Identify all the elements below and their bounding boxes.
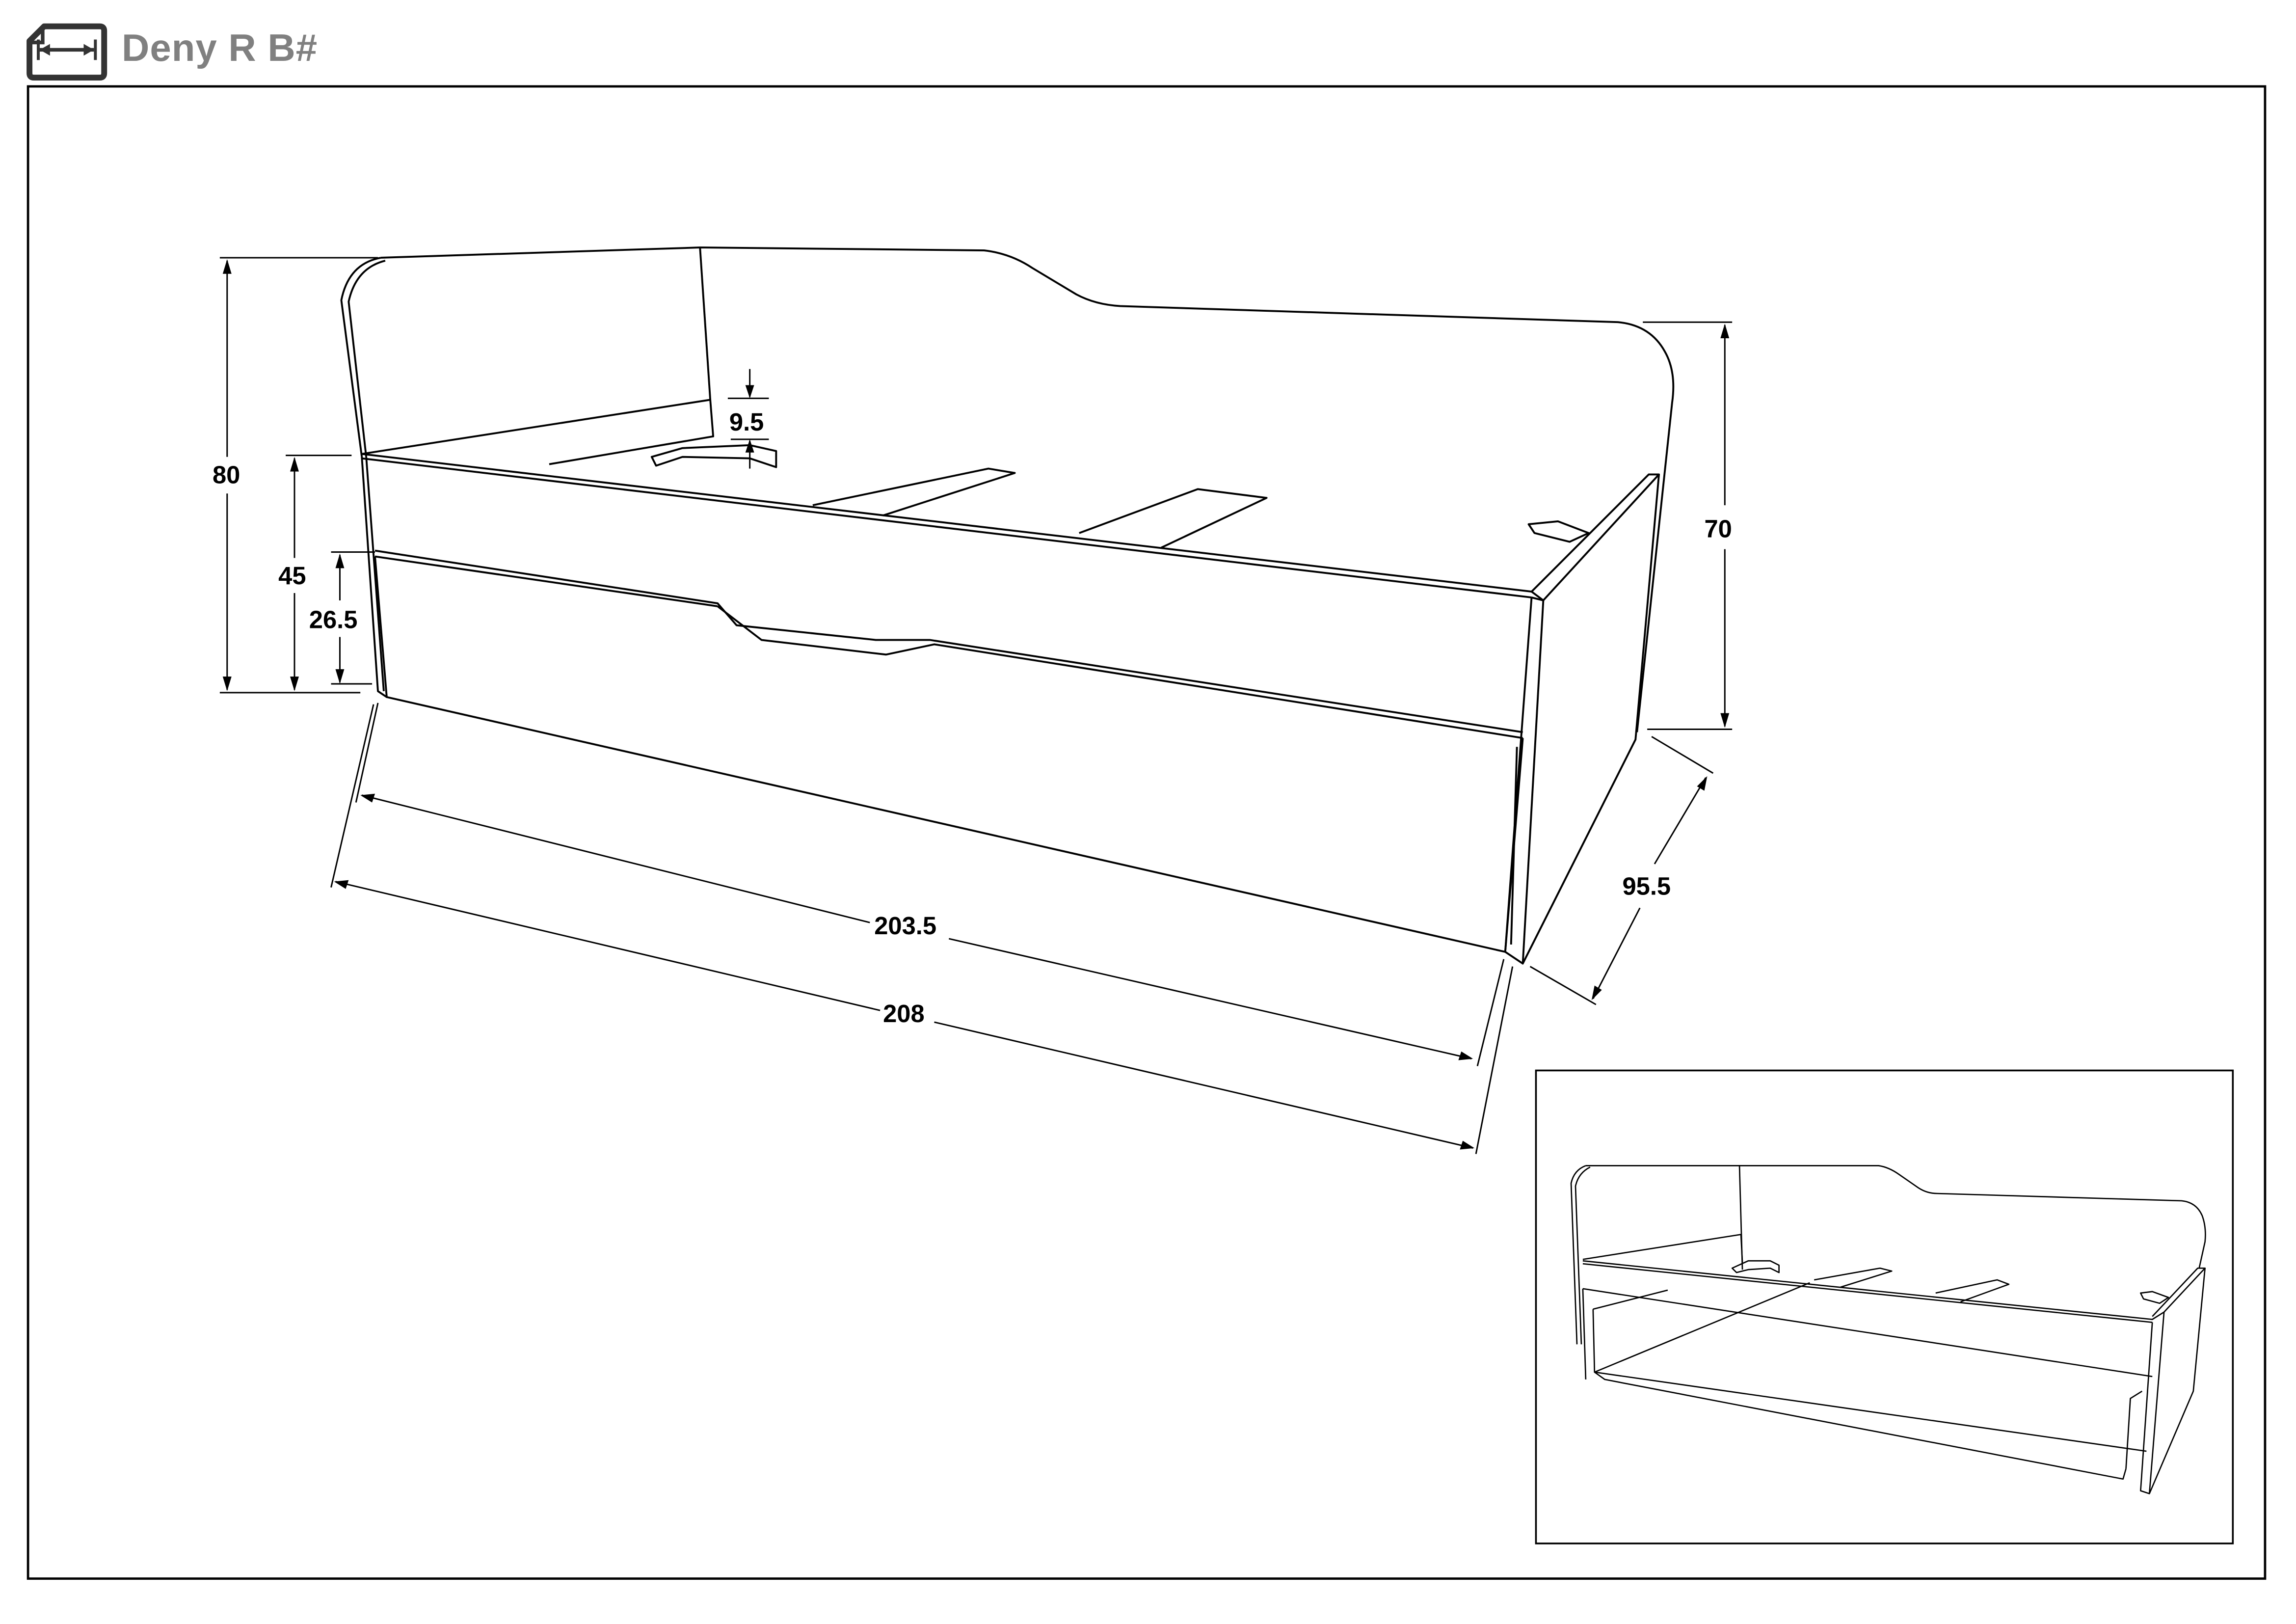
dimension-bed-height: 45 [278,562,306,590]
bed-main-view [340,246,1675,965]
dimension-total-height: 80 [213,460,240,488]
page-title: Deny R B# [122,26,318,69]
inset-view [1535,1069,2234,1544]
dimension-side-height: 70 [1704,515,1732,543]
dimension-rail-height: 9.5 [729,408,764,436]
dimension-lines [219,257,1733,1154]
dimension-depth: 95.5 [1622,872,1671,900]
dimension-inner-length: 203.5 [874,912,936,940]
drawing-frame [27,85,2267,1580]
dimension-total-length: 208 [883,1000,925,1028]
bed-inset-drawing [1570,1165,2206,1494]
dimension-drawer-height: 26.5 [309,606,358,634]
dimensions-document-icon [27,23,107,81]
